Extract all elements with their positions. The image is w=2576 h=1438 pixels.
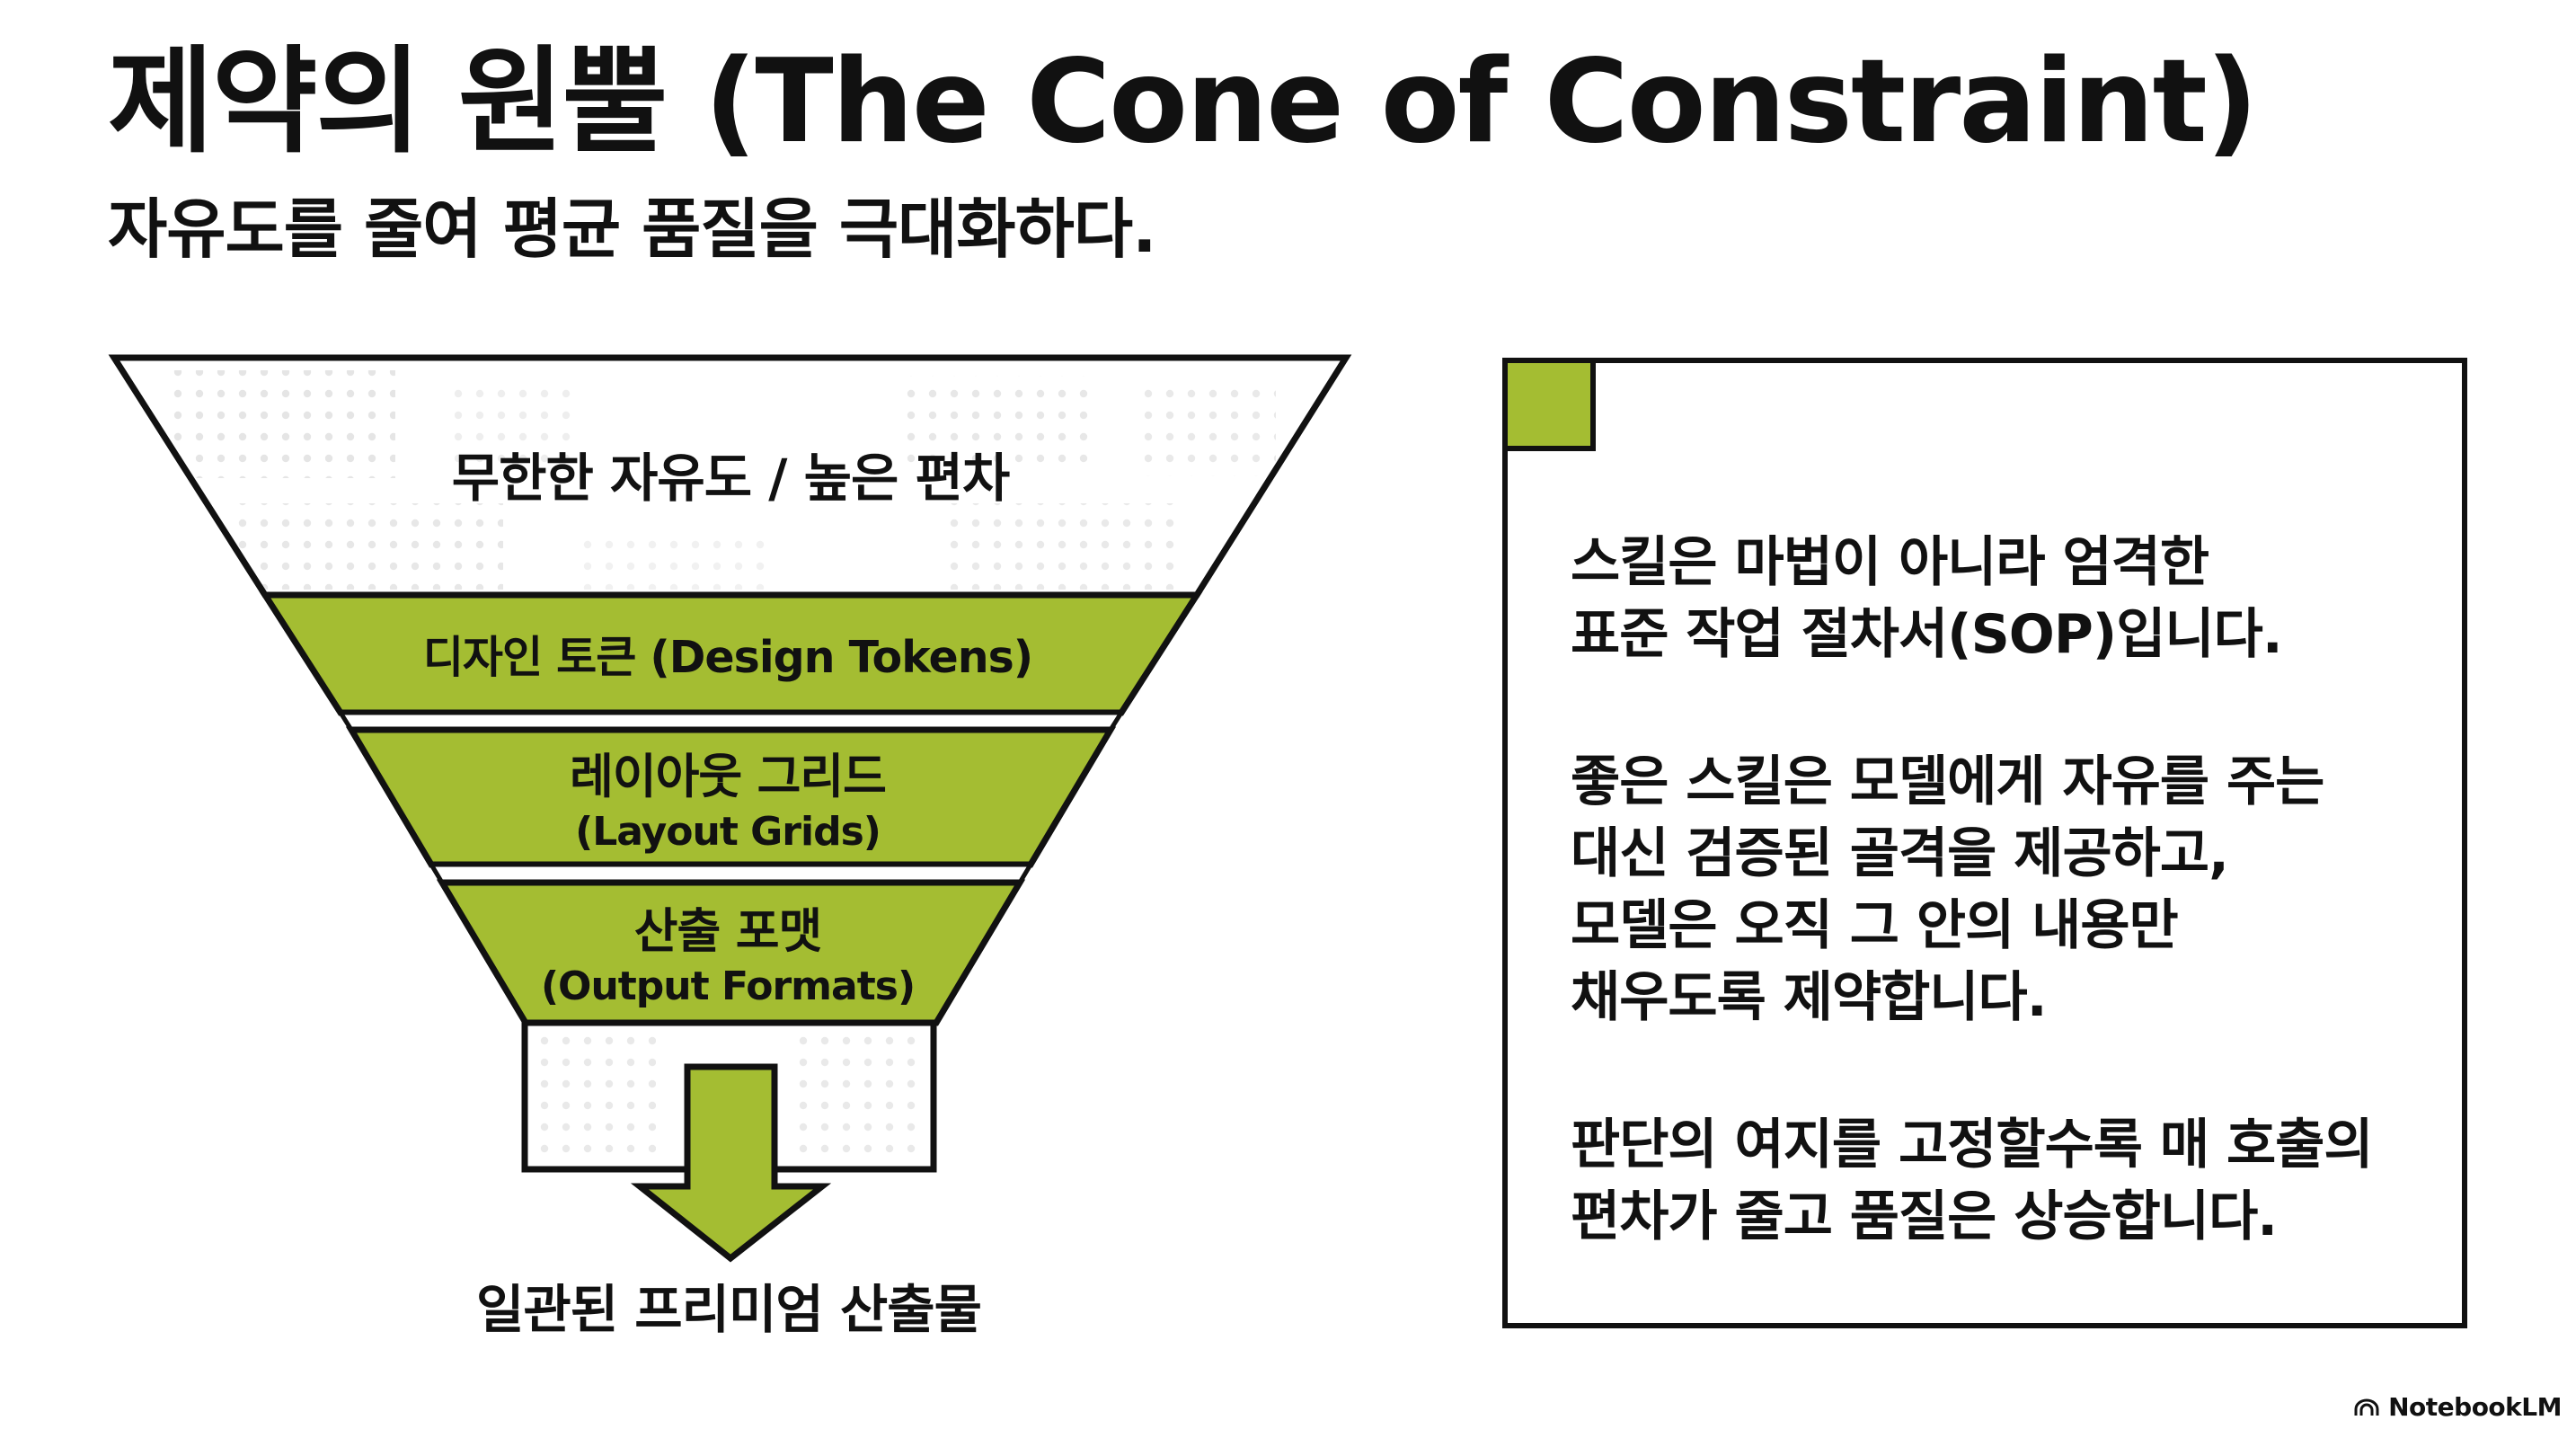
text-line: 모델은 오직 그 안의 내용만 — [1571, 894, 2179, 957]
layer-label-design-tokens: 디자인 토큰 (Design Tokens) — [423, 632, 1032, 683]
accent-square — [1502, 358, 1596, 451]
page-subtitle: 자유도를 줄여 평균 품질을 극대화하다. — [108, 191, 1156, 267]
layer-label-output-formats: 산출 포맷 — [634, 904, 822, 959]
layer-label-layout-grids: 레이아웃 그리드 — [570, 750, 886, 804]
paragraph-quality: 판단의 여지를 고정할수록 매 호출의 편차가 줄고 품질은 상승합니다. — [1571, 1109, 2435, 1253]
cone-of-constraint-diagram: 무한한 자유도 / 높은 편차 디자인 토큰 (Design Tokens) 레… — [108, 354, 1352, 1340]
funnel-top-label: 무한한 자유도 / 높은 편차 — [452, 448, 1010, 509]
neck-noise-dots — [539, 1034, 925, 1159]
paragraph-sop: 스킬은 마법이 아니라 엄격한 표준 작업 절차서(SOP)입니다. — [1571, 527, 2435, 670]
paragraph-good-skill: 좋은 스킬은 모델에게 자유를 주는 대신 검증된 골격을 제공하고, 모델은 … — [1571, 746, 2435, 1034]
notebooklm-watermark: NotebookLM — [2354, 1392, 2562, 1422]
brand-name: NotebookLM — [2388, 1392, 2562, 1422]
down-arrow-icon — [630, 1063, 832, 1263]
text-line: 대신 검증된 골격을 제공하고, — [1571, 822, 2229, 885]
text-line: 좋은 스킬은 모델에게 자유를 주는 — [1571, 750, 2324, 813]
page-title: 제약의 원뿔 (The Cone of Constraint) — [108, 35, 2258, 169]
explanation-text: 스킬은 마법이 아니라 엄격한 표준 작업 절차서(SOP)입니다. 좋은 스킬… — [1571, 527, 2435, 1328]
text-line: 편차가 줄고 품질은 상승합니다. — [1571, 1185, 2278, 1248]
explanation-box: 스킬은 마법이 아니라 엄격한 표준 작업 절차서(SOP)입니다. 좋은 스킬… — [1502, 358, 2467, 1328]
text-line: 스킬은 마법이 아니라 엄격한 — [1571, 531, 2209, 594]
layer-sublabel-output-formats: (Output Formats) — [541, 963, 915, 1009]
notebooklm-logo-icon — [2354, 1398, 2379, 1416]
layer-sublabel-layout-grids: (Layout Grids) — [575, 809, 881, 855]
text-line: 채우도록 제약합니다. — [1571, 966, 2047, 1029]
noise-dots — [162, 370, 1276, 590]
text-line: 판단의 여지를 고정할수록 매 호출의 — [1571, 1114, 2374, 1176]
funnel-output-label: 일관된 프리미엄 산출물 — [476, 1279, 981, 1340]
text-line: 표준 작업 절차서(SOP)입니다. — [1571, 603, 2283, 666]
